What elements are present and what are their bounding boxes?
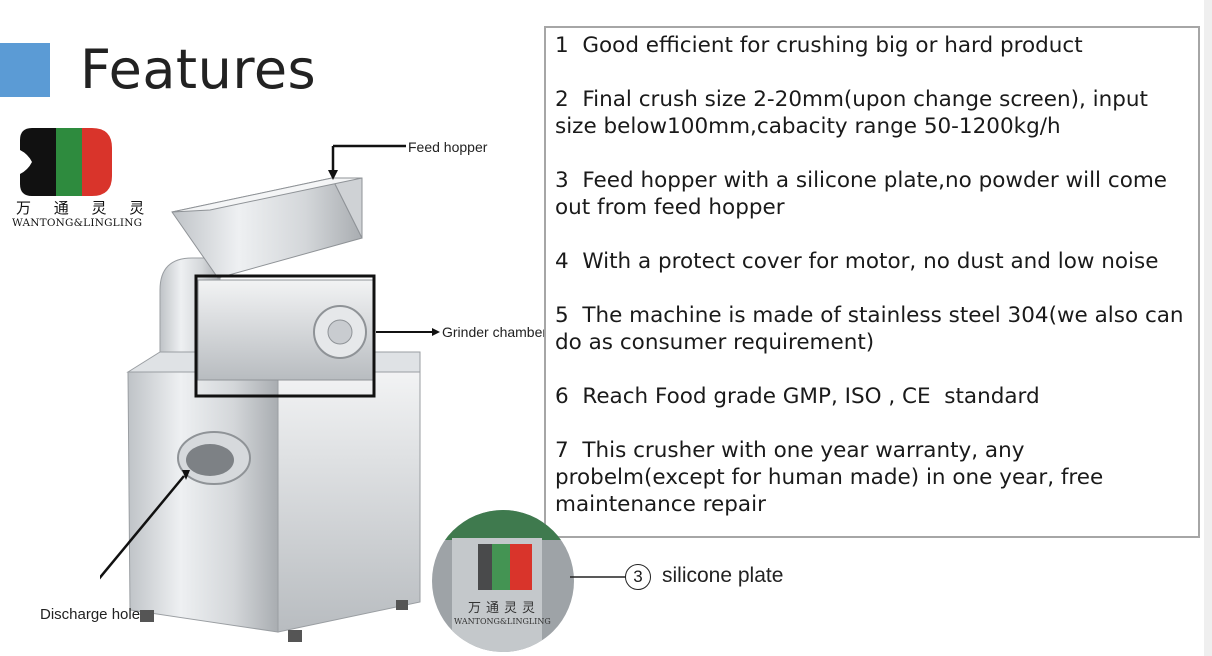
cabinet-front-face — [277, 371, 421, 633]
silicone-plate-detail-photo: 万通灵灵 WANTONG&LINGLING — [432, 510, 574, 652]
feature-item: 7 This crusher with one year warranty, a… — [555, 438, 1111, 517]
crusher-machine-illustration — [100, 144, 440, 642]
vertical-scrollbar[interactable] — [1204, 0, 1212, 656]
bearing-hub — [327, 319, 353, 345]
feed-hopper-top — [171, 177, 363, 213]
silicone-plate-label: silicone plate — [662, 564, 784, 587]
grinder-chamber-label: Grinder chamber — [442, 324, 548, 340]
feature-item: 4 With a protect cover for motor, no dus… — [555, 249, 1159, 274]
detail-watermark-cn: 万通灵灵 — [468, 601, 540, 616]
detail-watermark-en: WANTONG&LINGLING — [454, 617, 551, 626]
features-list-box: 1 Good efficient for crushing big or har… — [544, 26, 1200, 538]
logo-green-lobe — [56, 128, 82, 196]
page-title: Features — [80, 38, 317, 101]
grinder-chamber-highlight-box — [194, 274, 376, 398]
grinder-chamber-arrowhead — [432, 328, 440, 336]
feed-hopper-label: Feed hopper — [408, 139, 488, 155]
brand-logo — [20, 128, 112, 196]
logo-red-lobe — [82, 128, 112, 196]
cabinet-left-face — [127, 371, 279, 633]
feed-hopper-arrowhead — [328, 170, 338, 180]
feature-item: 5 The machine is made of stainless steel… — [555, 303, 1191, 355]
silicone-plate-number-badge: 3 — [625, 564, 651, 590]
cabinet-foot — [140, 610, 154, 622]
discharge-spout-inner — [186, 444, 234, 476]
silicone-plate-pointer-line — [570, 576, 626, 578]
detail-logo-black — [478, 544, 492, 590]
feature-item: 1 Good efficient for crushing big or har… — [555, 33, 1083, 58]
logo-english-text: WANTONG&LINGLING — [12, 217, 143, 229]
detail-logo-green — [492, 544, 510, 590]
feature-item: 6 Reach Food grade GMP, ISO , CE standar… — [555, 384, 1040, 409]
logo-chinese-text: 万 通 灵 灵 — [16, 199, 154, 217]
logo-black-lobe — [20, 128, 56, 196]
feature-item: 3 Feed hopper with a silicone plate,no p… — [555, 168, 1174, 220]
title-accent-block — [0, 43, 50, 97]
discharge-hole-arrow — [100, 475, 185, 580]
cabinet-foot — [288, 630, 302, 642]
detail-silicone-plate — [510, 544, 532, 590]
feature-item: 2 Final crush size 2-20mm(upon change sc… — [555, 87, 1155, 139]
cabinet-foot — [396, 600, 408, 610]
discharge-hole-arrowhead — [182, 470, 190, 480]
discharge-hole-label: Discharge hole — [40, 606, 141, 623]
